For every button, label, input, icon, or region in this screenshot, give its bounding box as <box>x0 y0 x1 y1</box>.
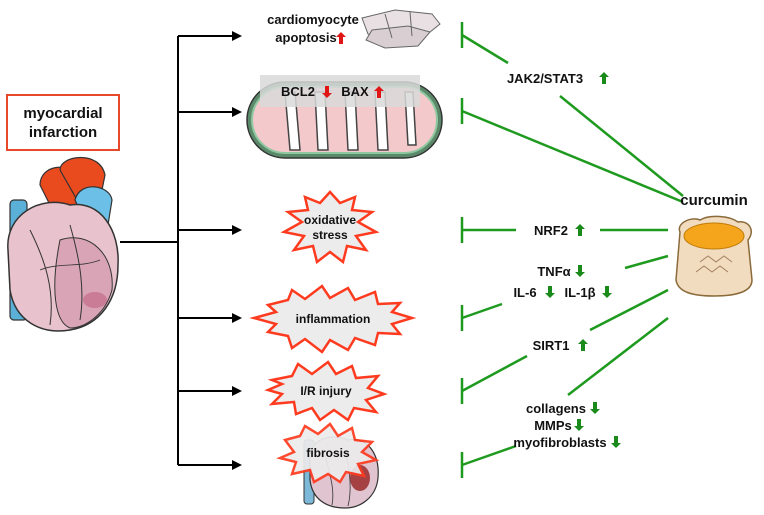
inflammation-label: inflammation <box>296 312 371 326</box>
condition-line1: myocardial <box>23 105 102 122</box>
inhibition-lines <box>460 22 684 478</box>
condition-line2: infarction <box>29 124 97 141</box>
jak2-up-arrow-icon <box>599 72 609 84</box>
cardiomyocyte-cells-icon <box>361 9 441 49</box>
sirt1-up-arrow-icon <box>578 339 588 351</box>
curcumin-label: curcumin <box>680 192 748 209</box>
myofibroblasts-down-arrow-icon <box>611 436 621 448</box>
apoptosis-line1: cardiomyocyte <box>267 12 359 27</box>
ir-injury-burst-shape <box>264 360 388 422</box>
fibrosis-label: fibrosis <box>306 446 350 460</box>
tnf-alpha-label: TNFα <box>537 264 570 279</box>
ir-injury-label: I/R injury <box>300 384 352 398</box>
il1b-label: IL-1β <box>564 285 595 300</box>
fibrosis-burst-shape <box>276 422 380 484</box>
myofibroblasts-label: myofibroblasts <box>513 435 606 450</box>
oxidative-burst-shape <box>280 190 380 265</box>
nrf2-label: NRF2 <box>534 223 568 238</box>
curcumin-sack-icon <box>675 215 753 297</box>
heart-icon <box>7 157 119 332</box>
bcl2-label: BCL2 <box>281 84 315 99</box>
il6-label: IL-6 <box>513 285 536 300</box>
mmps-label: MMPs <box>534 418 572 433</box>
condition-box <box>6 94 120 151</box>
oxidative-line2: stress <box>312 228 348 242</box>
tnf-down-arrow-icon <box>575 265 585 277</box>
collagens-down-arrow-icon <box>590 402 600 414</box>
branch-arrows <box>120 31 242 470</box>
collagens-label: collagens <box>526 401 586 416</box>
inflammation-burst-shape <box>249 284 417 354</box>
sirt1-label: SIRT1 <box>533 338 570 353</box>
il6-down-arrow-icon <box>545 286 555 298</box>
apoptosis-line2: apoptosis <box>275 30 336 45</box>
mitochondrion-icon <box>246 75 443 159</box>
il1b-down-arrow-icon <box>602 286 612 298</box>
oxidative-line1: oxidative <box>304 213 356 227</box>
bax-label: BAX <box>341 84 369 99</box>
apoptosis-up-arrow-icon <box>336 32 346 44</box>
jak2-stat3-label: JAK2/STAT3 <box>507 71 583 86</box>
mmps-down-arrow-icon <box>574 419 584 431</box>
nrf2-up-arrow-icon <box>575 224 585 236</box>
